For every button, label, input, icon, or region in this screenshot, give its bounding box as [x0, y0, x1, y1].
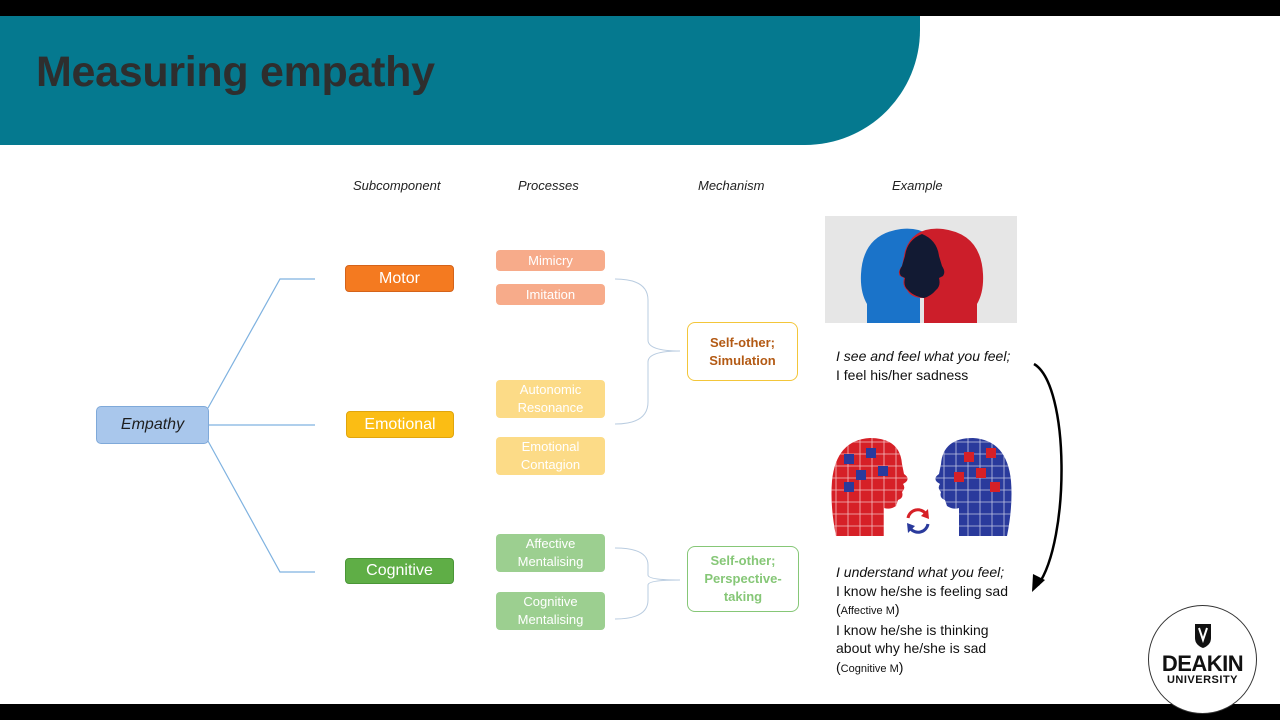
process-emotional-contagion-label: Emotional Contagion [520, 439, 581, 472]
process-affective-mentalising-label: Affective Mentalising [517, 536, 584, 569]
university-wordmark: UNIVERSITY [1166, 674, 1238, 686]
affective-example-line2: I feel his/her sadness [836, 366, 969, 383]
curved-arrow-icon [1033, 362, 1063, 586]
mechanism-perspective-taking: Self-other; Perspective-taking [687, 546, 799, 612]
empathy-node: Empathy [96, 406, 209, 444]
bottom-letterbox [0, 704, 1280, 720]
two-heads-silhouette-icon [825, 216, 1017, 323]
process-cognitive-mentalising-label: Cognitive Mentalising [517, 594, 584, 627]
deakin-logo-icon [1195, 624, 1211, 648]
puzzle-heads-exchange-icon [831, 438, 1012, 536]
subcomponent-emotional: Emotional [346, 411, 454, 438]
cognitive-example-line4: about why he/she is sad [836, 640, 987, 656]
connector-empathy-motor [207, 278, 315, 409]
subcomponent-emotional-label: Emotional [364, 415, 436, 433]
column-header-subcomponent: Subcomponent [353, 178, 441, 193]
top-letterbox [0, 0, 1280, 16]
title-banner [0, 16, 920, 145]
subcomponent-motor-label: Motor [379, 269, 420, 287]
process-mimicry-label: Mimicry [528, 252, 573, 268]
column-header-processes: Processes [518, 178, 579, 193]
process-imitation-label: Imitation [525, 286, 576, 302]
subcomponent-cognitive-label: Cognitive [366, 562, 433, 579]
process-imitation: Imitation [496, 284, 605, 305]
cognitive-m-note: Cognitive M [840, 662, 899, 675]
subcomponent-cognitive: Cognitive [345, 558, 454, 584]
process-autonomic-resonance-label: Autonomic Resonance [517, 382, 584, 415]
process-cognitive-mentalising: Cognitive Mentalising [496, 592, 605, 630]
bracket-perspective [614, 547, 681, 620]
affective-example-line1: I see and feel what you feel; [836, 348, 1011, 364]
connector-empathy-cognitive [207, 440, 315, 573]
cognitive-example-line2: I know he/she is feeling sad [836, 582, 1008, 599]
process-affective-mentalising: Affective Mentalising [496, 534, 605, 572]
mechanism-perspective-taking-label: Self-other; Perspective-taking [704, 553, 782, 604]
process-autonomic-resonance: Autonomic Resonance [496, 380, 605, 418]
column-header-mechanism: Mechanism [698, 178, 765, 193]
process-mimicry: Mimicry [496, 250, 605, 271]
deakin-logo: DEAKIN UNIVERSITY [1148, 605, 1257, 714]
affective-m-note: Affective M [840, 605, 895, 617]
column-header-example: Example [892, 178, 943, 193]
mechanism-simulation: Self-other; Simulation [687, 322, 798, 381]
curved-arrow-head [1032, 574, 1045, 592]
cognitive-example-line1: I understand what you feel; [836, 564, 1005, 580]
affective-example-text: I see and feel what you feel; I feel his… [836, 347, 1010, 384]
slide-title: Measuring empathy [36, 48, 435, 96]
mechanism-simulation-label: Self-other; Simulation [709, 334, 776, 368]
bracket-simulation [614, 278, 681, 425]
deakin-wordmark: DEAKIN [1161, 651, 1244, 676]
cognitive-example-text: I understand what you feel; I know he/sh… [836, 564, 1008, 675]
subcomponent-motor: Motor [345, 265, 454, 292]
cognitive-example-line3: I know he/she is thinking [836, 621, 989, 638]
process-emotional-contagion: Emotional Contagion [496, 437, 605, 475]
empathy-label: Empathy [120, 416, 185, 433]
